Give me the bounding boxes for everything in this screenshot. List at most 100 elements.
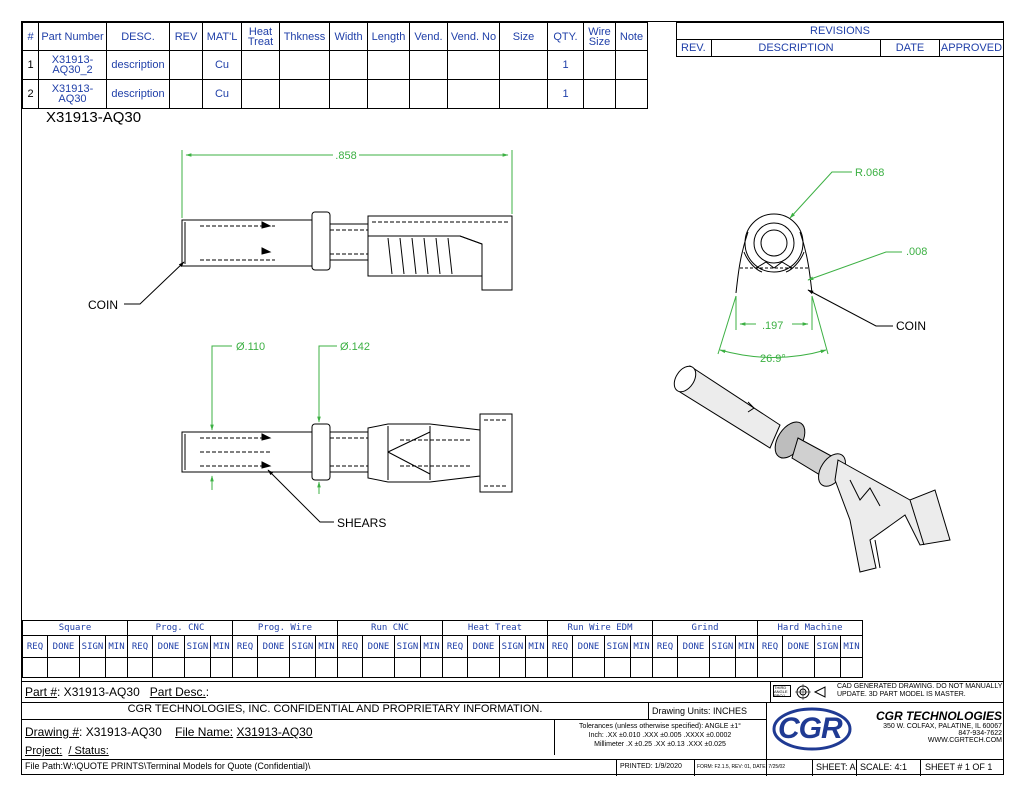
step-group-5: Run Wire EDM [547, 620, 653, 636]
step-sub-sign: SIGN [499, 635, 526, 658]
bom-table: # Part Number DESC. REV MAT'L Heat Treat… [22, 22, 648, 109]
step-entry-cell[interactable] [152, 657, 185, 678]
bom-cell-mat: Cu [202, 79, 242, 109]
project-label: Project: [25, 745, 63, 757]
step-sub-req: REQ [22, 635, 48, 658]
bom-cell-empty [169, 79, 203, 109]
part-title: X31913-AQ30 [46, 109, 142, 126]
third-angle-box: THIRD ANGLE PROJ. [773, 685, 791, 697]
revisions-table: REVISIONS REV. DESCRIPTION DATE APPROVED [676, 22, 1004, 57]
revisions-header-date: DATE [880, 39, 940, 57]
bom-header-wire: Wire Size [583, 22, 616, 51]
cgr-logo-swoosh-icon [772, 707, 852, 751]
top-view [181, 413, 513, 493]
cad-note: CAD GENERATED DRAWING. DO NOT MANUALLY U… [837, 683, 1003, 698]
step-entry-cell[interactable] [547, 657, 573, 678]
step-sub-req: REQ [757, 635, 783, 658]
step-sub-done: DONE [467, 635, 500, 658]
step-entry-cell[interactable] [757, 657, 783, 678]
step-entry-cell[interactable] [257, 657, 290, 678]
dim-width: .197 [762, 320, 783, 332]
step-sub-sign: SIGN [184, 635, 211, 658]
company-address: 350 W. COLFAX, PALATINE, IL 60067 [883, 723, 1002, 730]
step-entry-cell[interactable] [525, 657, 548, 678]
step-entry-cell[interactable] [782, 657, 815, 678]
bom-header-vend: Vend. [409, 22, 448, 51]
bom-cell-empty [329, 79, 368, 109]
step-entry-cell[interactable] [184, 657, 211, 678]
step-sub-sign: SIGN [79, 635, 106, 658]
step-sub-min: MIN [630, 635, 653, 658]
step-entry-cell[interactable] [442, 657, 468, 678]
third-angle-projection-icon [795, 684, 826, 700]
file-name-value: X31913-AQ30 [236, 725, 313, 739]
step-sub-sign: SIGN [289, 635, 316, 658]
step-entry-cell[interactable] [604, 657, 631, 678]
step-entry-cell[interactable] [47, 657, 80, 678]
step-entry-cell[interactable] [232, 657, 258, 678]
step-entry-cell[interactable] [709, 657, 736, 678]
part-number-value: : X31913-AQ30 [57, 685, 140, 699]
step-entry-cell[interactable] [210, 657, 233, 678]
step-sub-done: DONE [152, 635, 185, 658]
step-sub-done: DONE [782, 635, 815, 658]
label-coin: COIN [88, 298, 118, 312]
bom-cell-qty: 1 [547, 79, 584, 109]
bom-header-note: Note [615, 22, 648, 51]
part-desc-value: : [205, 685, 210, 699]
step-entry-cell[interactable] [362, 657, 395, 678]
step-sub-min: MIN [420, 635, 443, 658]
step-entry-cell[interactable] [289, 657, 316, 678]
step-sub-req: REQ [127, 635, 153, 658]
step-entry-cell[interactable] [315, 657, 338, 678]
bom-cell-empty [409, 79, 448, 109]
step-entry-cell[interactable] [105, 657, 128, 678]
printed-date: PRINTED: 1/9/2020 [620, 763, 682, 770]
scale: SCALE: 4:1 [860, 762, 908, 772]
step-group-6: Grind [652, 620, 758, 636]
title-block: Part #: X31913-AQ30 Part Desc.: THIRD AN… [22, 681, 1004, 776]
step-entry-cell[interactable] [677, 657, 710, 678]
step-sub-sign: SIGN [709, 635, 736, 658]
step-group-2: Prog. Wire [232, 620, 338, 636]
bom-header-length: Length [367, 22, 410, 51]
step-entry-cell[interactable] [127, 657, 153, 678]
bom-cell-part: X31913-AQ30 [38, 79, 107, 109]
step-entry-cell[interactable] [337, 657, 363, 678]
step-sub-sign: SIGN [814, 635, 841, 658]
bom-cell-empty [241, 79, 280, 109]
step-entry-cell[interactable] [840, 657, 863, 678]
company-web: WWW.CGRTECH.COM [927, 737, 1002, 744]
dim-dia-110: Ø.110 [236, 341, 265, 353]
step-entry-cell[interactable] [652, 657, 678, 678]
project-status-line: Project: / Status: [25, 745, 109, 757]
revisions-header-approved: APPROVED [939, 39, 1004, 57]
step-entry-cell[interactable] [394, 657, 421, 678]
bom-cell-desc: description [106, 79, 170, 109]
drawing-number-label: Drawing # [25, 725, 80, 739]
step-entry-cell[interactable] [735, 657, 758, 678]
step-entry-cell[interactable] [499, 657, 526, 678]
step-entry-cell[interactable] [630, 657, 653, 678]
company-name: CGR TECHNOLOGIES [875, 709, 1002, 723]
step-entry-cell[interactable] [420, 657, 443, 678]
step-entry-cell[interactable] [814, 657, 841, 678]
step-entry-cell[interactable] [467, 657, 500, 678]
step-sub-min: MIN [735, 635, 758, 658]
drawing-frame [21, 21, 1004, 775]
step-sub-min: MIN [315, 635, 338, 658]
bom-cell-desc: description [106, 50, 170, 80]
dim-radius: R.068 [855, 167, 884, 179]
company-info: CGR TECHNOLOGIES 350 W. COLFAX, PALATINE… [854, 709, 1002, 744]
step-entry-cell[interactable] [22, 657, 48, 678]
bom-cell-empty [447, 79, 500, 109]
step-group-0: Square [22, 620, 128, 636]
step-entry-cell[interactable] [572, 657, 605, 678]
step-sub-done: DONE [257, 635, 290, 658]
status-label: / Status: [68, 745, 109, 757]
dim-dia-142: Ø.142 [340, 341, 370, 353]
drawing-number-value: : X31913-AQ30 [79, 725, 162, 739]
sheet-number: SHEET # 1 OF 1 [925, 762, 993, 772]
part-desc-label: Part Desc. [149, 685, 206, 699]
step-entry-cell[interactable] [79, 657, 106, 678]
